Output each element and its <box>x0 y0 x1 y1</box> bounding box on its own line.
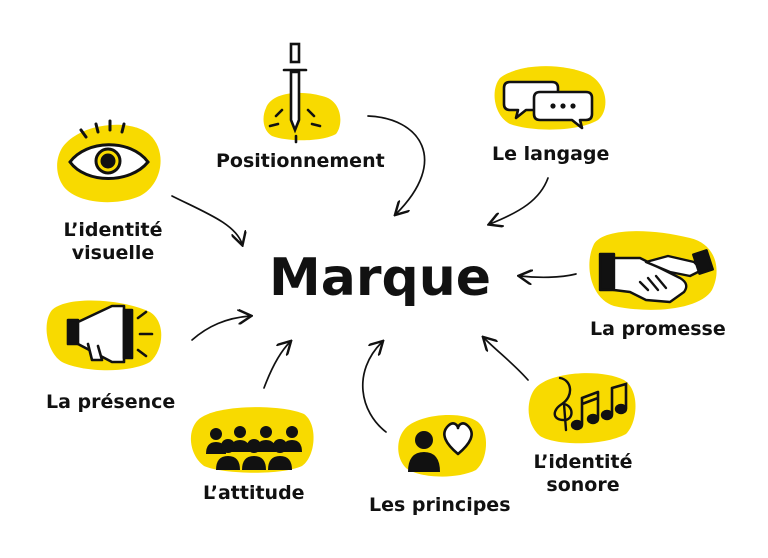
label-principes: Les principes <box>369 494 511 516</box>
arrow-promesse <box>520 274 577 277</box>
person-heart-icon <box>408 422 473 472</box>
handshake-icon <box>598 249 714 304</box>
label-identite-sonore-line2: sonore <box>546 474 620 496</box>
group-icon <box>206 426 302 470</box>
sword-icon <box>268 42 322 144</box>
label-identite-sonore-line1: L’identité <box>533 451 633 473</box>
arrow-identite-sonore <box>484 338 529 381</box>
arrow-presence <box>191 316 250 341</box>
blob-sword <box>263 92 341 141</box>
arrow-langage <box>490 177 549 224</box>
label-langage: Le langage <box>492 143 610 165</box>
arrow-principes <box>361 342 387 433</box>
label-presence: La présence <box>46 391 176 413</box>
arrows <box>171 115 577 433</box>
arrow-identite-visuelle <box>171 195 242 244</box>
label-identite-visuelle-line1: L’identité <box>63 219 163 241</box>
label-promesse: La promesse <box>590 318 726 340</box>
eye-icon <box>68 119 150 180</box>
arrow-attitude <box>263 342 290 389</box>
label-identite-visuelle: L’identité visuelle <box>58 219 168 265</box>
label-identite-visuelle-line2: visuelle <box>71 242 155 264</box>
speech-bubbles-icon <box>502 80 594 130</box>
center-title: Marque <box>269 248 491 308</box>
music-notes-icon <box>553 376 628 432</box>
label-attitude: L’attitude <box>203 482 305 504</box>
label-identite-sonore: L’identité sonore <box>528 451 638 497</box>
arrow-positionnement <box>367 115 426 214</box>
megaphone-icon <box>66 304 154 364</box>
label-positionnement: Positionnement <box>216 150 385 172</box>
